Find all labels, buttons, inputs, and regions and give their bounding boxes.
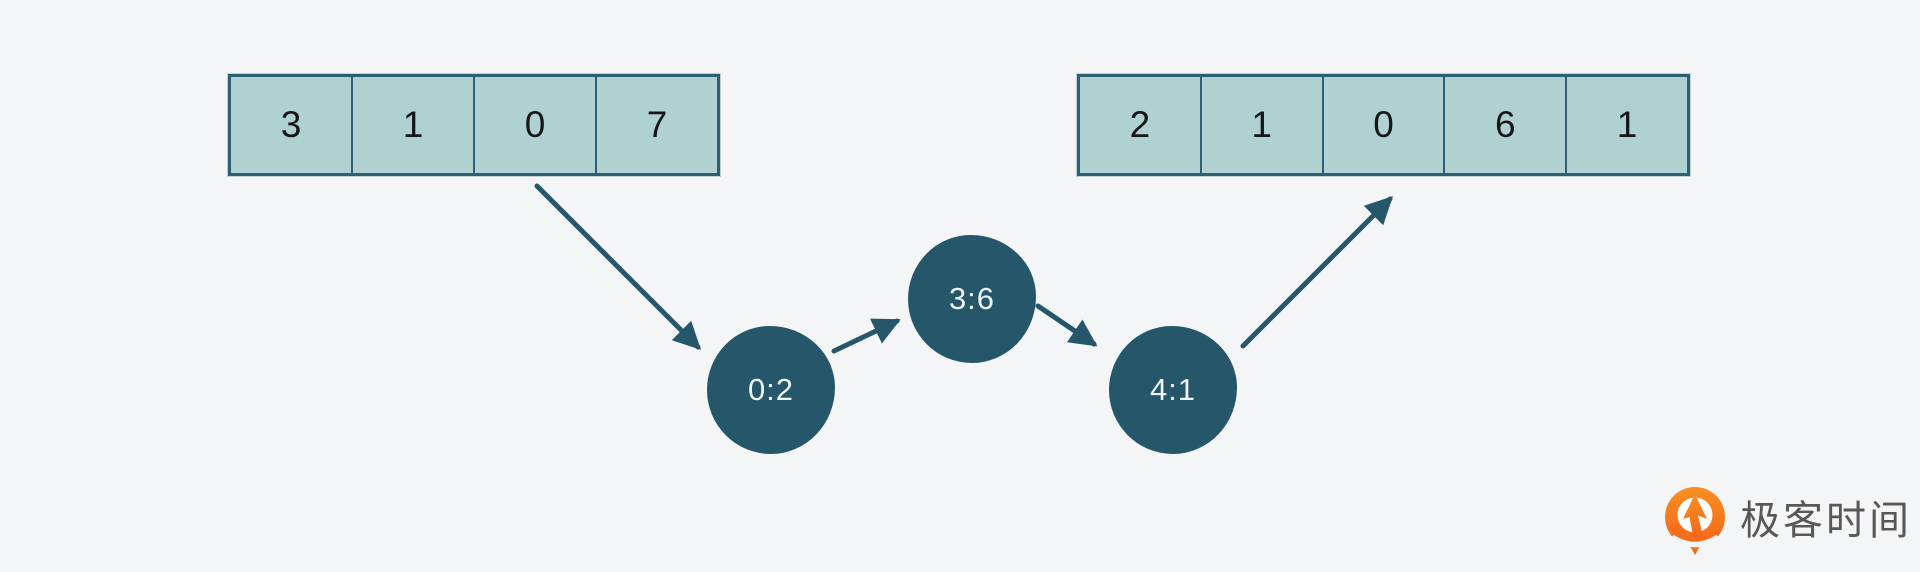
array-cell: 6 [1443, 77, 1565, 173]
geektime-logo-icon [1665, 487, 1725, 555]
node-3-6: 3:6 [908, 235, 1036, 363]
arrow-node1-to-node2 [831, 318, 901, 354]
array-cell: 0 [1321, 77, 1444, 173]
node-4-1: 4:1 [1109, 326, 1237, 454]
node-label: 3:6 [948, 281, 996, 316]
array-cell: 7 [595, 77, 717, 173]
array-cell: 1 [351, 77, 473, 173]
node-label: 4:1 [1149, 372, 1197, 407]
array-cell: 3 [280, 104, 302, 145]
array-cell: 1 [1199, 77, 1322, 173]
node-label: 0:2 [747, 372, 795, 407]
array-cell: 1 [1565, 77, 1687, 173]
arrow-node3-to-result [1240, 196, 1393, 349]
arrow-node2-to-node3 [1035, 303, 1098, 347]
arrow-source-to-node1 [534, 183, 701, 350]
array-cell: 0 [473, 77, 595, 173]
node-0-2: 0:2 [707, 326, 835, 454]
source-array: 3 1 0 7 [228, 74, 720, 176]
array-cell: 2 [1129, 104, 1151, 145]
result-array: 2 1 0 6 1 [1077, 74, 1690, 176]
geektime-logo: 极客时间 [1662, 486, 1912, 556]
geektime-logo-text: 极客时间 [1740, 499, 1912, 543]
